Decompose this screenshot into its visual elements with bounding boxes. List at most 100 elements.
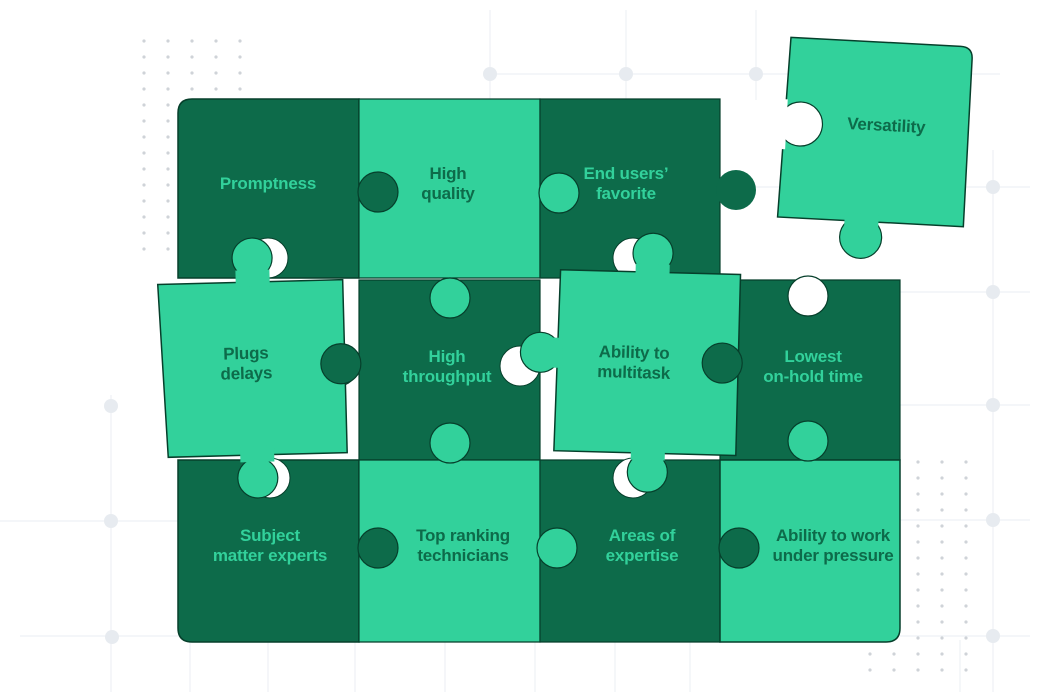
dot [916, 572, 920, 576]
dot [142, 103, 146, 107]
dot [916, 460, 920, 464]
dot [166, 71, 170, 75]
label-line: Plugs [223, 343, 269, 363]
dot [916, 668, 920, 672]
dot [940, 460, 944, 464]
label-line: technicians [417, 546, 508, 565]
dot [166, 39, 170, 43]
dot [892, 652, 896, 656]
dot [166, 151, 170, 155]
label-line: favorite [596, 184, 656, 203]
label-promptness: Promptness [220, 174, 316, 193]
label-line: multitask [597, 362, 671, 383]
dot [940, 508, 944, 512]
dot [166, 55, 170, 59]
dot [916, 524, 920, 528]
dot [940, 636, 944, 640]
dot [142, 119, 146, 123]
dot [964, 540, 968, 544]
dot [214, 71, 218, 75]
label-line: Areas of [609, 526, 676, 545]
dot [916, 508, 920, 512]
dot [142, 199, 146, 203]
dot [964, 572, 968, 576]
dot [940, 492, 944, 496]
label-versatility: Versatility [847, 114, 927, 137]
dot [214, 39, 218, 43]
dot [190, 39, 194, 43]
dot [238, 87, 242, 91]
dot [166, 247, 170, 251]
dot [142, 71, 146, 75]
dot [964, 636, 968, 640]
dot [142, 231, 146, 235]
dot [940, 620, 944, 624]
label-line: Promptness [220, 174, 316, 193]
dot [166, 167, 170, 171]
dot [916, 604, 920, 608]
label-line: Ability to [599, 342, 670, 363]
label-line: High [429, 347, 466, 366]
dot [166, 215, 170, 219]
dot [940, 476, 944, 480]
dot [964, 588, 968, 592]
puzzle-board [177, 98, 901, 643]
dot [892, 668, 896, 672]
dot [916, 556, 920, 560]
label-line: quality [421, 184, 475, 203]
dot [964, 492, 968, 496]
dot [940, 540, 944, 544]
label-end-users-favorite: End users’favorite [584, 164, 669, 203]
dot [190, 71, 194, 75]
background-grid [0, 10, 1030, 692]
dot [940, 652, 944, 656]
dot [166, 87, 170, 91]
dot [964, 508, 968, 512]
dot [964, 556, 968, 560]
dot [142, 247, 146, 251]
dot [142, 167, 146, 171]
dot [214, 87, 218, 91]
dot [238, 55, 242, 59]
label-line: throughput [403, 367, 492, 386]
dot [868, 668, 872, 672]
label-line: Top ranking [416, 526, 510, 545]
dot [142, 183, 146, 187]
dot [166, 199, 170, 203]
lifted-piece-plugs-delays [156, 237, 362, 499]
label-plugs-delays: Plugsdelays [220, 343, 273, 383]
dot [166, 135, 170, 139]
dot [964, 476, 968, 480]
dot-pattern-top-left [142, 39, 242, 251]
dot [214, 55, 218, 59]
label-line: matter experts [213, 546, 327, 565]
dot [142, 135, 146, 139]
dot [964, 668, 968, 672]
label-line: High [430, 164, 467, 183]
dot [940, 524, 944, 528]
label-line: on-hold time [763, 367, 863, 386]
dot [916, 620, 920, 624]
lifted-piece-versatility [769, 36, 973, 259]
dot [916, 476, 920, 480]
piece-promptness [177, 98, 360, 279]
dot [238, 71, 242, 75]
label-line: delays [220, 363, 272, 383]
dot [142, 215, 146, 219]
dot [916, 636, 920, 640]
piece-subject-matter-experts [177, 459, 360, 643]
label-line: Versatility [847, 114, 927, 137]
dot [142, 87, 146, 91]
dot [142, 151, 146, 155]
dot [916, 588, 920, 592]
dot [190, 55, 194, 59]
label-line: End users’ [584, 164, 669, 183]
label-line: Lowest [784, 347, 842, 366]
